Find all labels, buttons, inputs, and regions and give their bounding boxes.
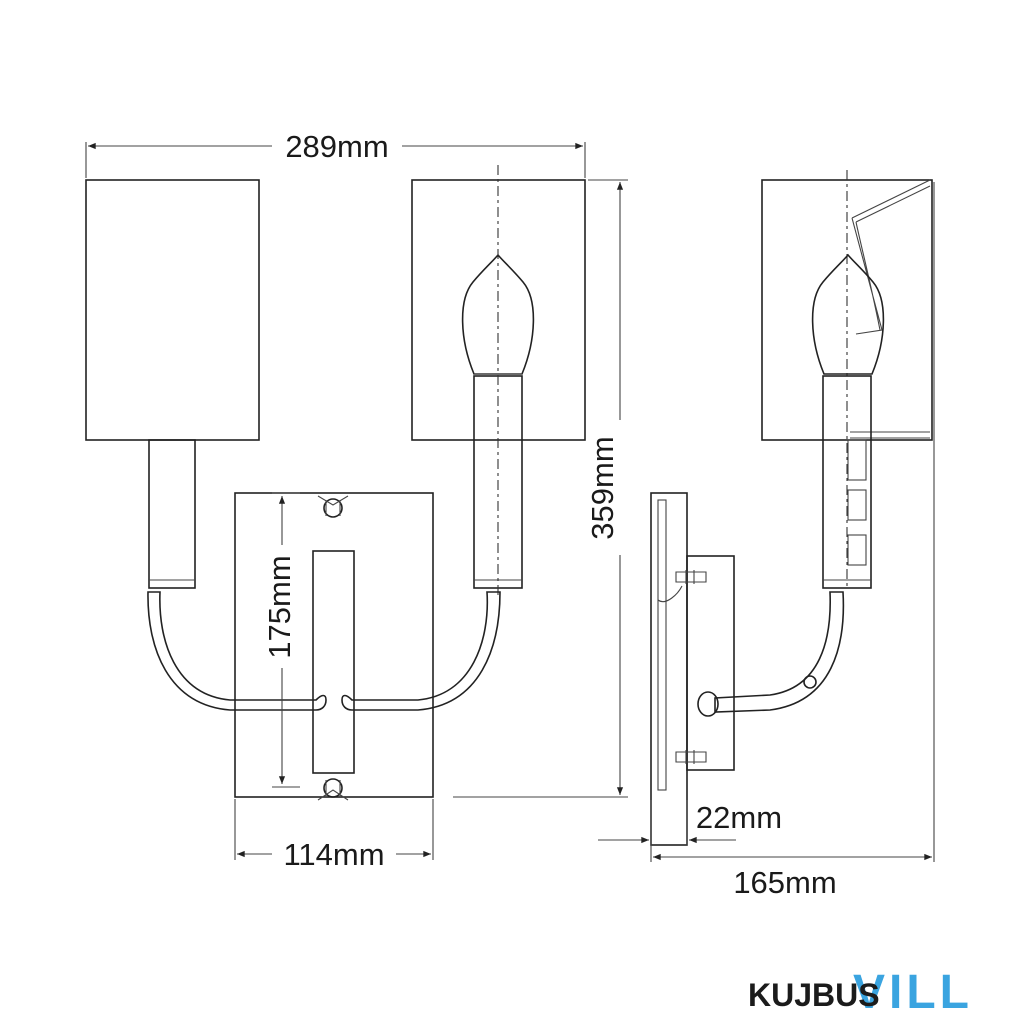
side-back-plate [650, 492, 688, 846]
dimension-label-projection: 165mm [733, 865, 836, 900]
screw-icon [317, 778, 349, 801]
side-arm [714, 591, 845, 713]
screw-icon [675, 570, 707, 584]
brand-logo-accent: VILL [853, 966, 973, 1019]
dimension-label-width: 289mm [285, 129, 388, 164]
dimension-label-backplate-depth: 22mm [696, 800, 782, 835]
dimension-backplate-height: 175mm [262, 492, 300, 788]
left-shade [85, 179, 260, 441]
brand-logo-primary: KUJBUS [748, 977, 880, 1013]
dimension-label-backplate-height: 175mm [262, 555, 297, 658]
dimension-backplate-depth: 22mm [598, 800, 782, 862]
front-view [85, 165, 586, 801]
dimension-total-height: 359mm [453, 179, 628, 798]
screw-icon [675, 750, 707, 764]
back-plate-slot [312, 550, 355, 774]
dimension-label-backplate-width: 114mm [283, 837, 384, 872]
screw-icon [317, 495, 349, 518]
right-arm [341, 591, 501, 711]
side-bulb-icon [811, 253, 885, 375]
side-bracket [686, 555, 735, 771]
side-candle-tube [822, 375, 872, 589]
left-arm [147, 591, 327, 711]
dimension-projection: 165mm [652, 182, 935, 900]
left-candle-tube [148, 439, 196, 589]
side-view [650, 170, 933, 846]
dimension-label-height: 359mm [585, 436, 620, 539]
brand-logo: VILL KUJBUS [748, 966, 973, 1019]
dimension-total-width: 289mm [85, 129, 586, 178]
dimension-backplate-width: 114mm [234, 799, 434, 872]
